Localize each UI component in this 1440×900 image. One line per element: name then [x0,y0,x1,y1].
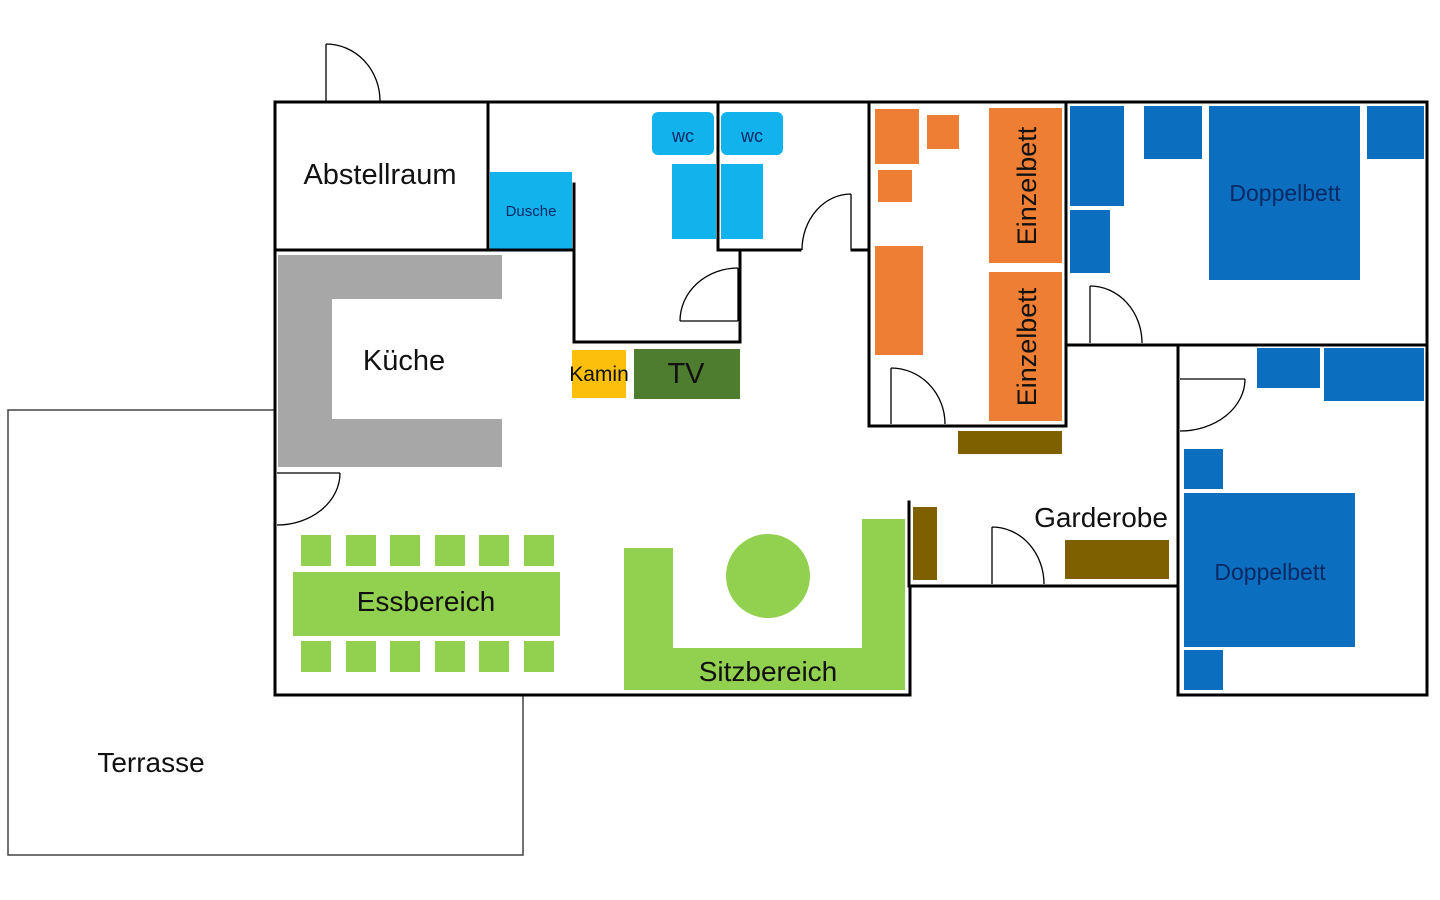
door-double-bedroom-2 [1179,378,1246,432]
terrace-outline [7,409,524,856]
double-bedroom-1-furniture [1070,106,1424,280]
terrace [7,409,524,856]
chair [390,641,420,672]
wc-2-fixture [721,112,783,155]
dining-area [293,535,560,672]
label-kueche: Küche [363,345,445,377]
coffee-table [726,534,810,618]
chair [435,535,465,566]
fireplace [572,350,626,398]
label-essbereich: Essbereich [357,586,496,617]
chair [524,641,554,672]
chair [301,641,331,672]
door-garderobe [991,526,1045,585]
label-einzelbett-2: Einzelbett [1012,287,1042,406]
door-bathroom-1 [679,267,739,322]
label-wc-2: wc [740,126,763,146]
wardrobe [875,246,923,355]
label-doppelbett-1: Doppelbett [1229,180,1341,206]
nightstand [878,170,912,202]
chair [390,535,420,566]
sofa [624,519,905,690]
double-bedroom-2-furniture [1184,348,1424,690]
single-bed-2 [989,272,1062,421]
door-wc [801,193,852,251]
doors [276,193,1246,585]
chair [346,535,376,566]
seating-area [624,519,905,690]
wardrobe [1070,106,1124,206]
label-terrasse: Terrasse [97,747,204,778]
label-abstellraum: Abstellraum [303,159,456,191]
label-wc-1: wc [671,126,694,146]
nightstand [1144,106,1202,159]
door-terrace [276,472,341,526]
label-doppelbett-2: Doppelbett [1214,559,1326,585]
nightstand [1184,650,1223,690]
cabinet [875,109,919,164]
chair [435,641,465,672]
wc-1-fixture [652,112,714,155]
tv-unit [634,349,740,399]
label-dusche: Dusche [506,203,557,220]
dining-table [293,572,560,636]
walls [273,100,1429,697]
label-kamin: Kamin [569,363,629,386]
label-einzelbett-1: Einzelbett [1012,126,1042,245]
nightstand [1184,449,1223,489]
chair [524,535,554,566]
wardrobe-bench [1065,540,1169,579]
door-single-bedroom [890,367,946,425]
nightstand [1070,210,1110,273]
wardrobe [1324,348,1424,401]
nightstand [1367,106,1424,159]
nightstand [927,115,959,149]
label-garderobe: Garderobe [1034,502,1168,533]
sink-2 [721,164,763,239]
single-bed-1 [989,108,1062,263]
label-tv: TV [667,358,705,390]
entrance-door [325,43,381,102]
wardrobe-shelf [913,507,937,580]
door-double-bedroom-1 [1089,285,1143,344]
chair [346,641,376,672]
chair [479,535,509,566]
chair [301,535,331,566]
wardrobe-shelf [958,431,1062,454]
label-sitzbereich: Sitzbereich [699,656,838,687]
double-bed-2 [1184,493,1355,647]
shower [490,172,572,249]
kitchen-counter [278,255,502,467]
sink-1 [672,164,716,239]
chair [479,641,509,672]
double-bed-1 [1209,106,1360,280]
single-bedroom-furniture [875,108,1062,421]
wardrobe [1257,348,1320,388]
